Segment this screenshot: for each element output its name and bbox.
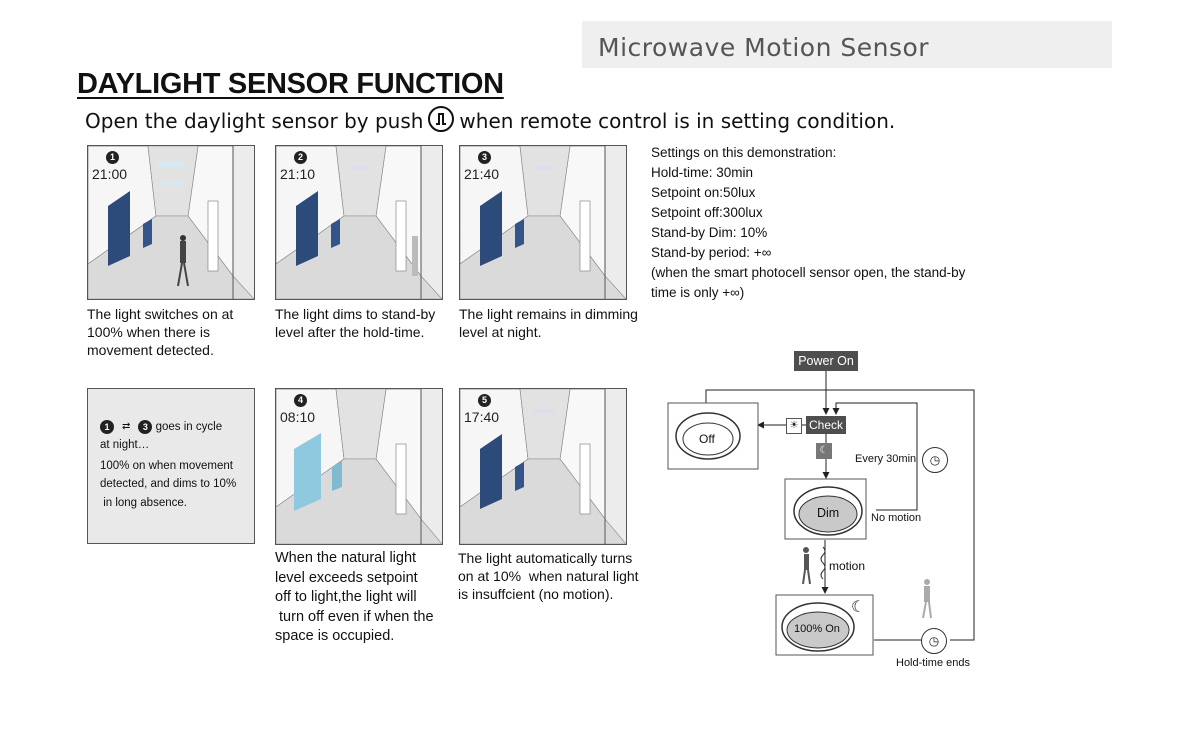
cycle-note-line4: detected, and dims to 10%: [100, 478, 237, 490]
instruction-before: Open the daylight sensor by push: [85, 109, 424, 133]
settings-heading: Settings on this demonstration:: [651, 145, 837, 160]
scene-caption-2: The light dims to stand-by level after t…: [275, 306, 436, 340]
scene-time: 21:40: [464, 166, 500, 182]
scene-panel-5: 5 17:40: [459, 388, 627, 545]
person-walking-icon: [801, 546, 811, 586]
scene-number-badge: 3: [478, 151, 491, 164]
scene-time: 08:10: [280, 409, 316, 425]
corridor-illustration: [460, 146, 626, 299]
scene-panel-2: 2 21:10: [275, 145, 443, 300]
instruction-after: when remote control is in setting condit…: [459, 109, 896, 133]
scene-panel-4: 4 08:10: [275, 388, 443, 545]
corridor-illustration: [276, 146, 442, 299]
scene-caption-3: The light remains in dimming level at ni…: [459, 306, 638, 340]
cycle-note-line2: at night…: [100, 439, 150, 451]
every-30min-label: Every 30min: [855, 453, 917, 465]
settings-item: Setpoint on:50lux: [651, 185, 756, 200]
cycle-note-line5: in long absence.: [100, 497, 187, 509]
corridor-illustration: [88, 146, 254, 299]
settings-item: time is only +∞): [651, 285, 745, 300]
scene-caption-5: The light automatically turns on at 10% …: [458, 550, 639, 602]
scene-caption-1: The light switches on at 100% when there…: [87, 306, 234, 358]
motion-label: motion: [829, 559, 866, 573]
settings-item: Setpoint off:300lux: [651, 205, 763, 220]
cycle-note-line1: 1 ⇄ 3 goes in cycle: [100, 417, 222, 437]
scene-number-badge: 3: [138, 420, 153, 434]
header-bar: [582, 21, 1112, 68]
corridor-illustration: [276, 389, 442, 544]
full-on-label: 100% On: [794, 623, 840, 635]
scene-number-badge: 1: [100, 420, 114, 434]
moon-icon: ☾: [816, 443, 832, 459]
scene-time: 21:00: [92, 166, 128, 182]
scene-caption-4: When the natural light level exceeds set…: [275, 550, 434, 644]
scene-number-badge: 5: [478, 394, 491, 407]
corridor-illustration: [460, 389, 626, 544]
scene-number-badge: 4: [294, 394, 307, 407]
cycle-note-box: 1 ⇄ 3 goes in cycle at night… 100% on wh…: [87, 388, 255, 544]
instruction-text: Open the daylight sensor by push when rem…: [85, 106, 895, 133]
settings-block: Settings on this demonstration: Hold-tim…: [651, 143, 965, 303]
scene-panel-3: 3 21:40: [459, 145, 627, 300]
timer-icon: ◷: [922, 447, 948, 473]
settings-item: (when the smart photocell sensor open, t…: [651, 265, 966, 280]
scene-time: 21:10: [280, 166, 316, 182]
scene-number-badge: 2: [294, 151, 307, 164]
no-motion-label: No motion: [871, 512, 922, 524]
hold-time-ends-label: Hold-time ends: [896, 657, 970, 669]
scene-time: 17:40: [464, 409, 500, 425]
dim-label: Dim: [817, 506, 840, 520]
person-leaving-icon: [921, 578, 933, 620]
settings-item: Hold-time: 30min: [651, 165, 754, 180]
settings-item: Stand-by Dim: 10%: [651, 225, 768, 240]
page-title: DAYLIGHT SENSOR FUNCTION: [77, 68, 504, 100]
scene-panel-1: 1 21:00: [87, 145, 255, 300]
cycle-arrows-icon: ⇄: [122, 421, 131, 432]
sun-icon: ☀: [786, 418, 802, 434]
power-on-label: Power On: [794, 351, 858, 371]
night-moon-icon: ☾: [851, 599, 866, 616]
daylight-button-icon: [428, 106, 455, 132]
off-label: Off: [699, 432, 715, 446]
clock-icon: ◷: [921, 628, 947, 654]
header-title: Microwave Motion Sensor: [598, 33, 930, 62]
settings-item: Stand-by period: +∞: [651, 245, 772, 260]
cycle-note-line3: 100% on when movement: [100, 460, 233, 472]
scene-number-badge: 1: [106, 151, 119, 164]
check-label: Check: [806, 416, 846, 434]
